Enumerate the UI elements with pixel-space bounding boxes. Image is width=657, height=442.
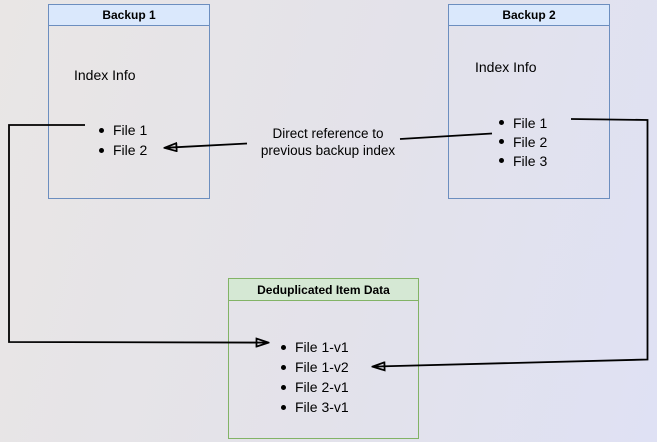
bullet-icon (499, 120, 504, 125)
file-label: File 1 (113, 122, 148, 138)
direct-reference-annotation: Direct reference to previous backup inde… (248, 125, 408, 159)
backup2-file-list: File 1 File 2 File 3 (499, 113, 547, 170)
annotation-line-1: Direct reference to (272, 126, 384, 141)
file-label: File 2-v1 (295, 379, 349, 395)
bullet-icon (281, 364, 286, 370)
backup2-container: Backup 2 Index Info File 1 File 2 File 3 (448, 4, 610, 199)
backup2-title: Backup 2 (449, 5, 609, 26)
file-label: File 1-v1 (295, 339, 349, 355)
list-item: File 1 (499, 113, 547, 132)
list-item: File 2 (499, 132, 547, 151)
backup1-container: Backup 1 Index Info File 1 File 2 (48, 4, 210, 199)
backup1-index-info-label: Index Info (74, 67, 136, 83)
list-item: File 1 (99, 120, 147, 140)
file-label: File 1-v2 (295, 359, 349, 375)
list-item: File 2-v1 (281, 377, 349, 397)
bullet-icon (281, 404, 286, 410)
bullet-icon (499, 139, 504, 144)
backup1-title: Backup 1 (49, 5, 209, 26)
bullet-icon (281, 384, 286, 390)
file-label: File 2 (113, 142, 148, 158)
backup2-index-info-label: Index Info (475, 59, 537, 75)
file-label: File 3 (513, 152, 548, 169)
file-label: File 3-v1 (295, 399, 349, 415)
list-item: File 3-v1 (281, 397, 349, 417)
file-label: File 1 (513, 114, 548, 131)
dedup-title: Deduplicated Item Data (229, 279, 418, 301)
bullet-icon (99, 127, 104, 133)
bullet-icon (281, 344, 286, 350)
annotation-line-2: previous backup index (260, 143, 396, 158)
list-item: File 2 (99, 140, 147, 160)
file-label: File 2 (513, 133, 548, 150)
bullet-icon (499, 158, 504, 163)
list-item: File 3 (499, 151, 547, 170)
list-item: File 1-v2 (281, 357, 349, 377)
list-item: File 1-v1 (281, 337, 349, 357)
backup1-file-list: File 1 File 2 (99, 120, 147, 160)
bullet-icon (99, 147, 104, 153)
